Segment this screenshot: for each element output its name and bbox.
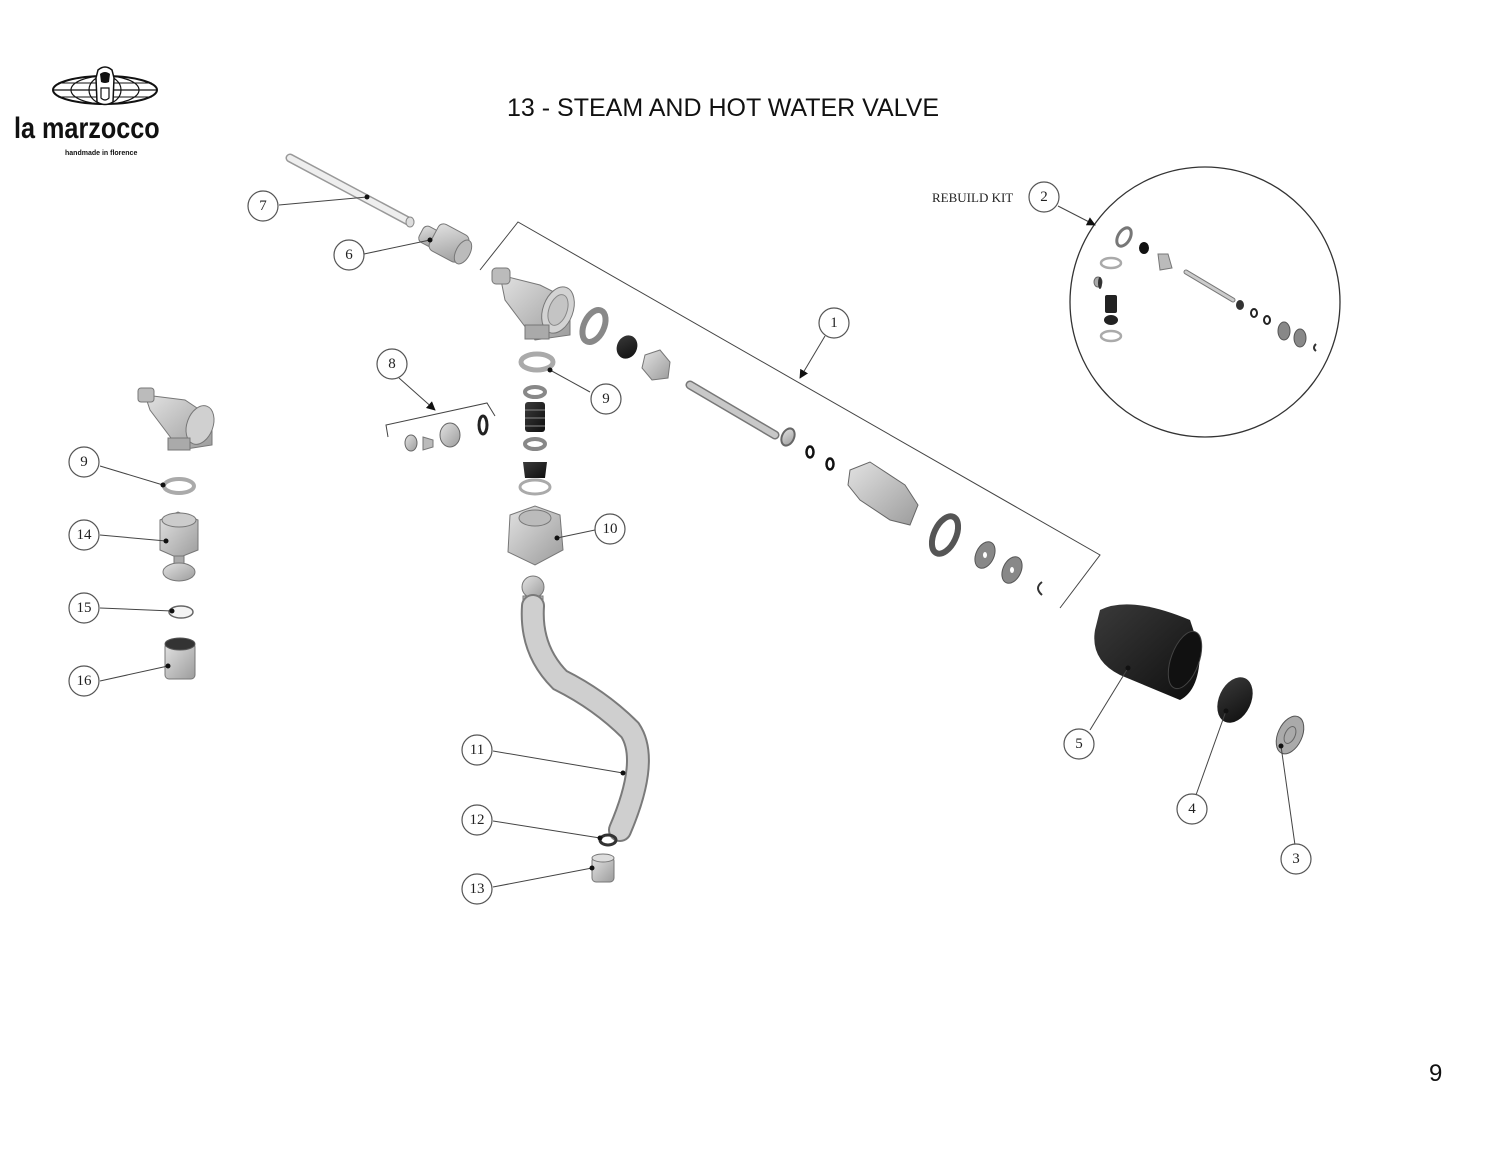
callout-3: 3 <box>1280 843 1312 875</box>
svg-text:9: 9 <box>602 391 610 407</box>
svg-text:6: 6 <box>345 247 353 263</box>
callout-7: 7 <box>247 190 279 222</box>
part-5-knob <box>1094 604 1203 700</box>
part-8-bracket <box>385 402 496 438</box>
svg-text:7: 7 <box>259 198 267 214</box>
part-14-nut-fitting <box>159 511 199 582</box>
brand-name: la marzocco <box>14 112 160 145</box>
callout-13: 13 <box>461 873 493 905</box>
svg-text:8: 8 <box>388 356 396 372</box>
svg-text:9: 9 <box>80 454 88 470</box>
svg-text:16: 16 <box>77 673 93 689</box>
callout-11: 11 <box>461 734 493 766</box>
callout-2: 2 <box>1028 181 1060 213</box>
callout-16: 16 <box>68 665 100 697</box>
part-4-cap <box>1217 677 1253 723</box>
globe-lion-icon <box>52 66 158 106</box>
brand-tagline: handmade in florence <box>65 150 138 157</box>
page-title: 13 - STEAM AND HOT WATER VALVE <box>507 94 940 122</box>
svg-text:11: 11 <box>470 742 484 758</box>
rebuild-kit-detail <box>1069 166 1341 438</box>
svg-text:10: 10 <box>603 521 618 537</box>
page-number: 9 <box>1429 1060 1443 1087</box>
callout-9-left: 9 <box>68 446 100 478</box>
part-9-washer-left <box>162 477 196 495</box>
rebuild-kit-label: REBUILD KIT <box>932 190 1013 205</box>
callout-6: 6 <box>333 239 365 271</box>
part-1-bracket <box>479 221 1101 609</box>
svg-text:13: 13 <box>470 881 485 897</box>
callout-8: 8 <box>376 348 408 380</box>
part-3-disc <box>1275 715 1305 755</box>
svg-text:5: 5 <box>1075 736 1083 752</box>
svg-text:3: 3 <box>1292 851 1300 867</box>
part-8-components <box>404 414 489 452</box>
part-16-sleeve <box>164 637 196 680</box>
vertical-valve-stack <box>507 351 564 566</box>
callout-14: 14 <box>68 519 100 551</box>
part-7-tube <box>285 153 415 228</box>
part-13-tip <box>591 853 615 883</box>
callout-15: 15 <box>68 592 100 624</box>
svg-text:15: 15 <box>77 600 92 616</box>
part-15-disc <box>168 605 194 619</box>
leader-lines <box>99 194 1296 888</box>
svg-text:2: 2 <box>1040 189 1048 205</box>
svg-text:4: 4 <box>1188 801 1196 817</box>
svg-text:1: 1 <box>830 315 838 331</box>
valve-body <box>491 267 575 341</box>
part-6-fitting <box>418 223 473 265</box>
callout-12: 12 <box>461 804 493 836</box>
callout-4: 4 <box>1176 793 1208 825</box>
left-valve-body <box>137 387 215 451</box>
callout-5: 5 <box>1063 728 1095 760</box>
callout-10: 10 <box>594 513 626 545</box>
callout-9-center: 9 <box>590 383 622 415</box>
part-11-steam-wand <box>520 575 650 842</box>
svg-text:12: 12 <box>470 812 485 828</box>
callout-1: 1 <box>818 307 850 339</box>
la-marzocco-logo <box>52 66 158 106</box>
part-1-components <box>579 307 1043 596</box>
svg-text:14: 14 <box>77 527 93 543</box>
